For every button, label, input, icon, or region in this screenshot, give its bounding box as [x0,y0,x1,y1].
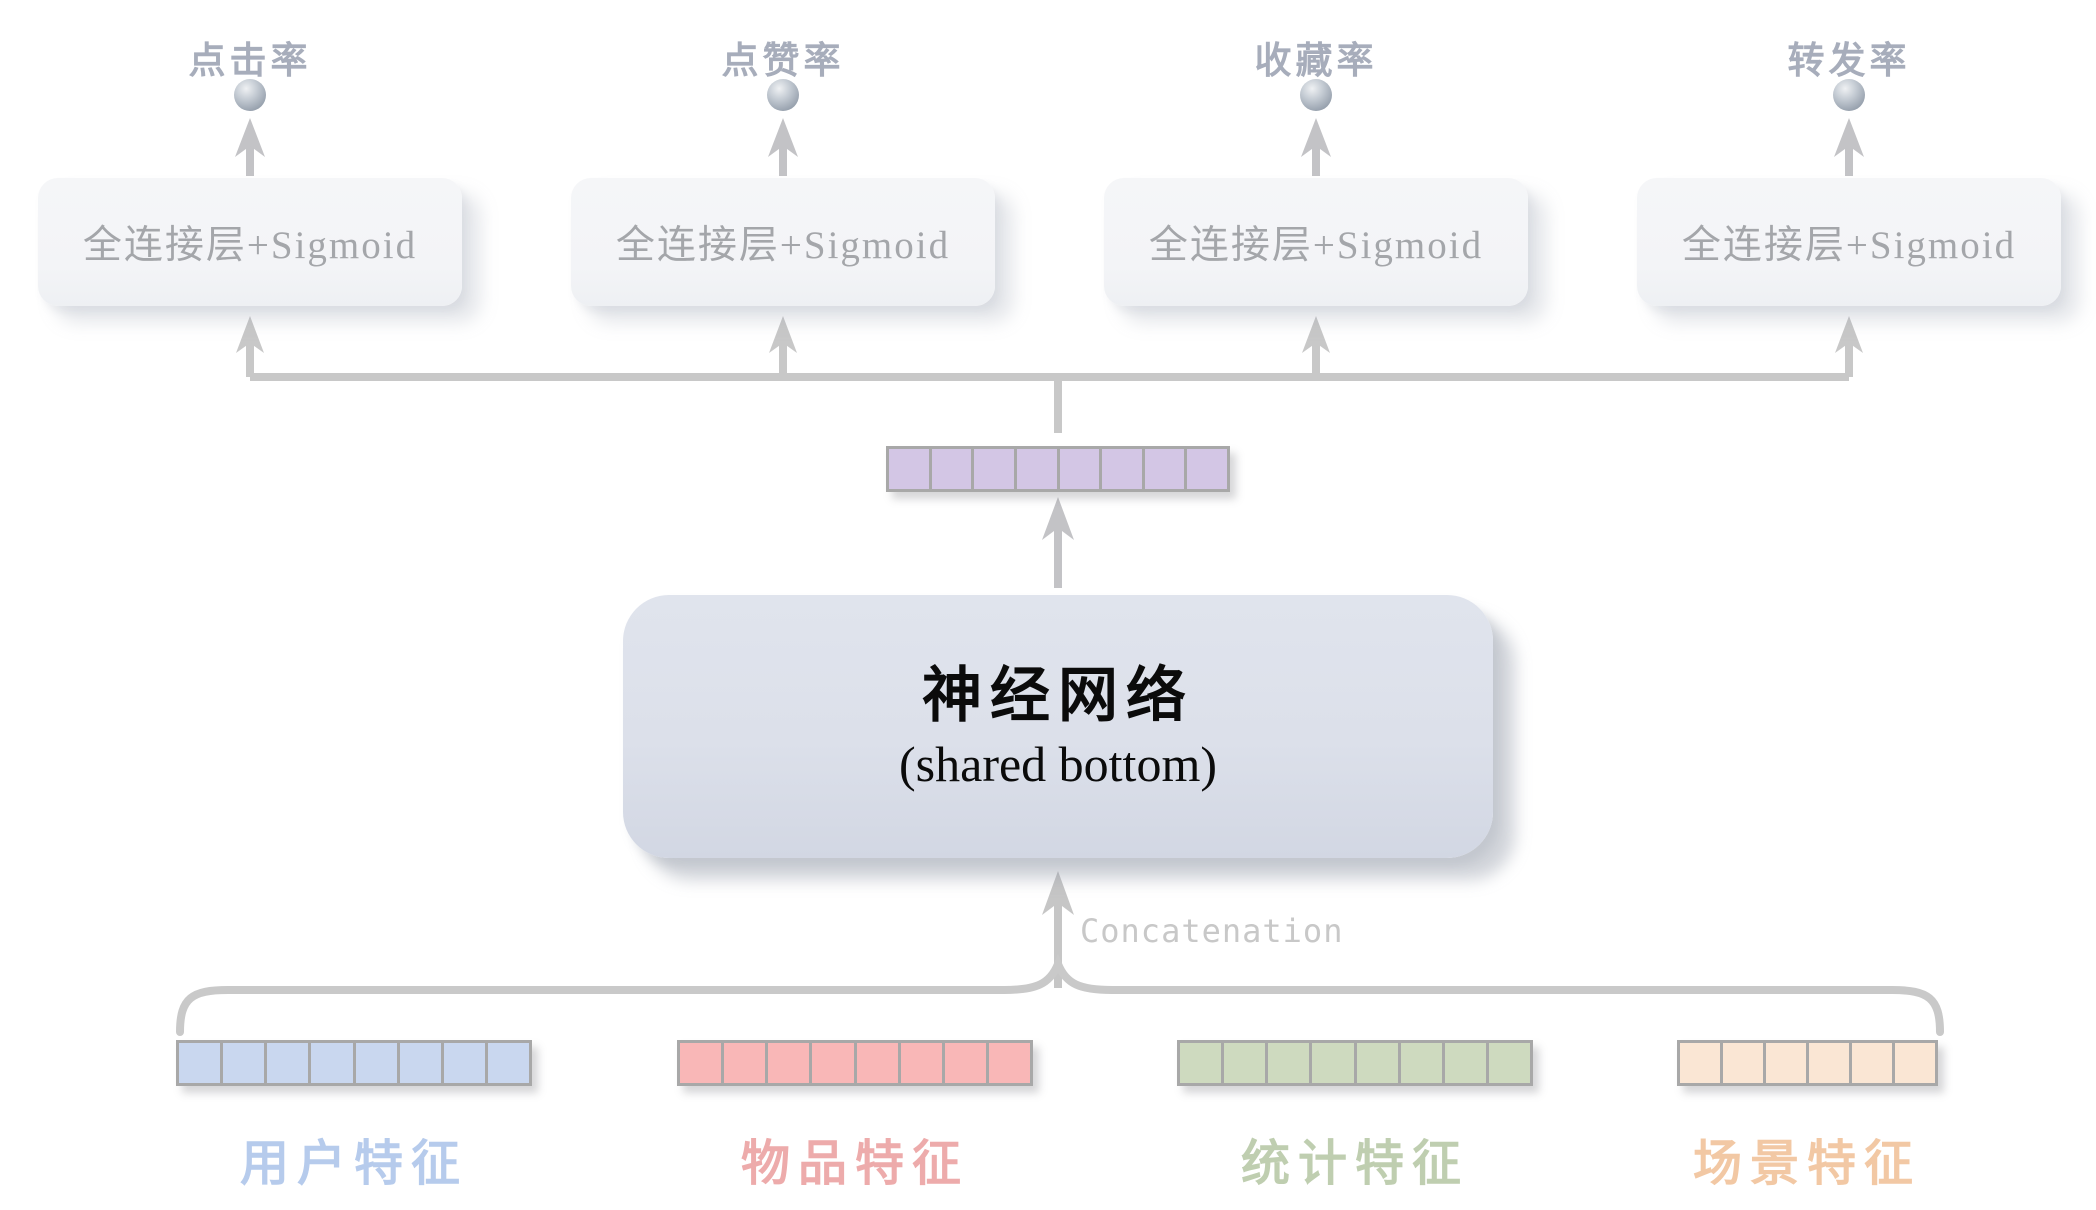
vector-segment [971,449,1014,489]
vector-segment [352,1043,397,1083]
vector-segment [1892,1043,1935,1083]
task-label-like: 点赞率 [721,38,845,82]
vector-segment [1849,1043,1892,1083]
vector-segment [264,1043,308,1083]
feature-vector-item [677,1040,1033,1086]
shared-bottom-subtitle: (shared bottom) [899,735,1217,792]
sphere-share [1833,79,1865,111]
vector-segment [1441,1043,1486,1083]
vector-segment [889,449,929,489]
distribution-line [236,316,1863,433]
fc-sigmoid-box-2: 全连接层+Sigmoid [571,178,995,306]
task-label-share: 转发率 [1787,38,1911,82]
feature-label-stat: 统计特征 [1240,1134,1469,1192]
shared-hidden-vector [886,446,1230,492]
vector-segment [1485,1043,1530,1083]
fc-sigmoid-label: 全连接层+Sigmoid [1148,224,1484,267]
vector-segment [1397,1043,1442,1083]
vector-segment [1265,1043,1309,1083]
fc-sigmoid-label: 全连接层+Sigmoid [615,224,951,267]
feature-vector-scene [1677,1040,1938,1086]
shared-bottom-title: 神经网络 [922,660,1194,731]
feature-label-scene: 场景特征 [1692,1134,1921,1192]
vector-segment [928,449,972,489]
sphere-like [767,79,799,111]
concatenation-label: Concatenation [1080,912,1344,950]
fc-sigmoid-box-1: 全连接层+Sigmoid [38,178,462,306]
vector-segment [1309,1043,1353,1083]
vector-segment [396,1043,441,1083]
shared-bottom-box: 神经网络 (shared bottom) [623,595,1493,858]
vector-segment [1353,1043,1398,1083]
gather-brace [176,953,1944,1036]
fc-sigmoid-label: 全连接层+Sigmoid [82,224,418,267]
box-to-sphere-arrows [235,118,1864,176]
sharedbox-to-vector-arrow [1042,497,1074,588]
vector-segment [985,1043,1030,1083]
vector-segment [1680,1043,1720,1083]
vector-segment [1763,1043,1806,1083]
sphere-ctr [234,79,266,111]
vector-segment [680,1043,721,1083]
vector-segment [853,1043,898,1083]
vector-segment [1056,449,1100,489]
vector-segment [897,1043,942,1083]
feature-label-item: 物品特征 [740,1134,969,1192]
vector-segment [308,1043,352,1083]
vector-segment [765,1043,809,1083]
fc-sigmoid-label: 全连接层+Sigmoid [1681,224,2017,267]
vector-segment [1221,1043,1265,1083]
vector-segment [1184,449,1227,489]
vector-segment [440,1043,485,1083]
sphere-fav [1300,79,1332,111]
vector-segment [179,1043,220,1083]
vector-segment [1099,449,1142,489]
task-label-ctr: 点击率 [188,38,312,82]
fc-sigmoid-box-4: 全连接层+Sigmoid [1637,178,2061,306]
vector-segment [1141,449,1185,489]
vector-segment [484,1043,529,1083]
concatenation-arrow [1042,871,1074,988]
feature-vector-stat [1177,1040,1533,1086]
vector-segment [1720,1043,1763,1083]
vector-segment [721,1043,765,1083]
feature-vector-user [176,1040,532,1086]
vector-segment [220,1043,264,1083]
task-label-fav: 收藏率 [1254,38,1378,82]
vector-segment [941,1043,986,1083]
vector-segment [1013,449,1057,489]
feature-label-user: 用户特征 [239,1134,468,1192]
output-node-spheres [234,79,1865,111]
vector-segment [1180,1043,1221,1083]
vector-segment [1806,1043,1849,1083]
vector-segment [809,1043,853,1083]
fc-sigmoid-box-3: 全连接层+Sigmoid [1104,178,1528,306]
